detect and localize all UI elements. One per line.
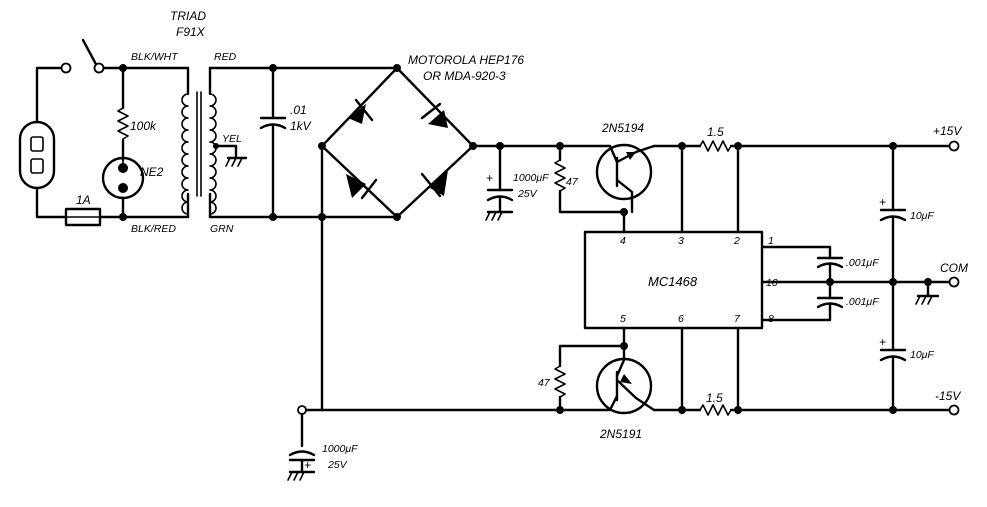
neon-lamp-label: NE2: [140, 165, 164, 179]
transistor-2n5194: [595, 143, 656, 234]
wire-label-yel: YEL: [222, 133, 242, 145]
resistor-47-pos: [554, 144, 626, 214]
capacitor-1000uf-neg: [287, 412, 316, 481]
output-pos-label: +15V: [933, 124, 962, 138]
output-com-label: COM: [940, 261, 968, 275]
terminal-com: [948, 276, 960, 288]
resistor-1-5-bottom: [699, 404, 732, 416]
cap-001-bot-label: .001μF: [846, 296, 879, 308]
bridge-label-2: OR MDA-920-3: [423, 69, 506, 83]
ic-pin-3: 3: [678, 235, 684, 247]
ic-mc1468: MC1468 4 3 2 1 10 8 5 6 7: [583, 144, 952, 412]
transformer-brand: TRIAD: [170, 9, 206, 23]
switch-contact: [60, 62, 72, 74]
cap-10uf-top-label: 10μF: [910, 210, 934, 222]
resistor-bottom-label: 1.5: [706, 391, 723, 405]
wire-label-blk-red: BLK/RED: [131, 223, 176, 235]
cap-10uf-bot-label: 10μF: [910, 349, 934, 361]
cap-10uf-bot-plus: +: [879, 335, 886, 349]
capacitor-1000uf-pos: [485, 144, 514, 221]
cap-001-top-label: .001μF: [846, 257, 879, 269]
capacitor-pos-plus: +: [486, 171, 493, 185]
cap-10uf-top-plus: +: [879, 195, 886, 209]
terminal-neg-15v: [948, 404, 960, 416]
ic-pin-10: 10: [766, 277, 778, 289]
transistor-top-label: 2N5194: [601, 121, 644, 135]
ground-icon: [915, 280, 940, 305]
wire-label-blk-wht: BLK/WHT: [131, 51, 179, 63]
transistor-2n5191: [595, 344, 656, 415]
positive-regulator: + 1000μF 25V 47 2N5194 1.5: [471, 121, 952, 234]
resistor-neg-label: 47: [538, 377, 551, 389]
transformer: TRIAD F91X RED YEL GRN: [170, 9, 248, 235]
resistor-1-5-top: [699, 140, 732, 152]
resistor-pos-label: 47: [566, 176, 579, 188]
bridge-rectifier: [320, 66, 475, 219]
wire-label-red: RED: [214, 51, 237, 63]
primary-circuit: 1A 100k NE2 BLK/WHT BLK/RED: [18, 38, 190, 235]
fuse-label: 1A: [76, 193, 91, 207]
ic-label: MC1468: [648, 274, 698, 289]
wire-label-grn: GRN: [210, 223, 234, 235]
capacitor-neg-voltage: 25V: [327, 459, 348, 471]
ic-pin-6: 6: [678, 313, 684, 325]
resistor-47-neg: [554, 344, 626, 412]
transformer-model: F91X: [176, 25, 206, 39]
terminal-pos-15v: [948, 140, 960, 152]
ic-pin-4: 4: [620, 235, 626, 247]
capacitor-01-voltage: 1kV: [290, 119, 312, 133]
ic-pin-8: 8: [768, 313, 774, 325]
power-switch: [81, 38, 100, 70]
capacitor-01uf: [259, 66, 287, 219]
ground-icon: [225, 156, 248, 167]
capacitor-pos-voltage: 25V: [517, 188, 538, 200]
bridge-label-1: MOTOROLA HEP176: [408, 53, 524, 67]
ac-plug-icon: [18, 120, 56, 190]
capacitor-pos-value: 1000μF: [513, 172, 549, 184]
compensation-capacitors: .001μF .001μF: [816, 256, 879, 310]
output-filter: + 10μF + 10μF +15V COM -15V: [879, 124, 968, 416]
resistor-top-label: 1.5: [707, 125, 724, 139]
ic-pin-1: 1: [768, 235, 774, 247]
capacitor-neg-value: 1000μF: [322, 443, 358, 455]
secondary-circuit: .01 1kV MOTORO: [208, 53, 524, 412]
transistor-bottom-label: 2N5191: [599, 427, 642, 441]
capacitor-01-value: .01: [290, 103, 307, 117]
ic-pin-2: 2: [733, 235, 740, 247]
resistor-100k: [117, 107, 129, 140]
ic-pin-7: 7: [734, 313, 741, 325]
output-neg-label: -15V: [935, 389, 961, 403]
negative-regulator: + 1000μF 25V 47 2N5191 1.5: [287, 342, 952, 481]
capacitor-neg-plus: +: [304, 458, 311, 472]
ic-pin-5: 5: [620, 313, 626, 325]
resistor-100k-label: 100k: [130, 119, 157, 133]
